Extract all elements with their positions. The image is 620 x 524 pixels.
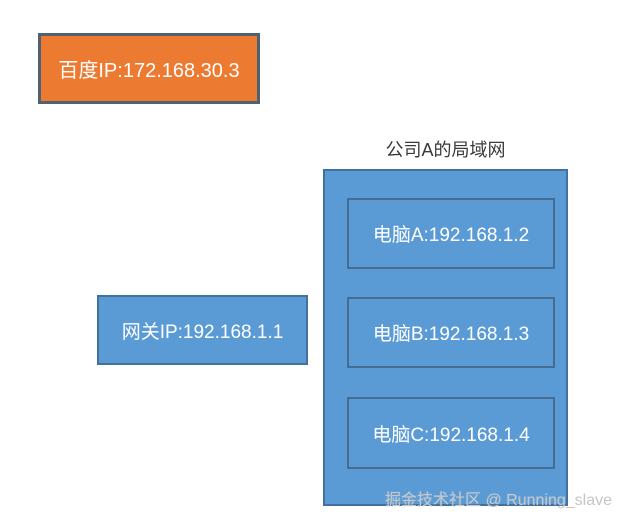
computer-c-label: 电脑C:192.168.1.4: [372, 424, 530, 446]
computer-b-box: 电脑B:192.168.1.3: [347, 297, 555, 368]
baidu-ip-box: 百度IP:172.168.30.3: [38, 33, 260, 104]
computer-c-box: 电脑C:192.168.1.4: [347, 397, 555, 469]
watermark: 掘金技术社区 @ Running_slave: [385, 492, 612, 509]
gateway-ip-box: 网关IP:192.168.1.1: [97, 295, 308, 365]
computer-a-label: 电脑A:192.168.1.2: [372, 225, 530, 246]
computer-a-box: 电脑A:192.168.1.2: [347, 198, 555, 269]
gateway-ip-label: 网关IP:192.168.1.1: [121, 321, 284, 343]
lan-title: 公司A的局域网: [385, 140, 506, 160]
baidu-ip-label: 百度IP:172.168.30.3: [58, 60, 240, 82]
computer-b-label: 电脑B:192.168.1.3: [372, 324, 530, 345]
lan-container: 电脑A:192.168.1.2 电脑B:192.168.1.3 电脑C:192.…: [323, 169, 568, 506]
